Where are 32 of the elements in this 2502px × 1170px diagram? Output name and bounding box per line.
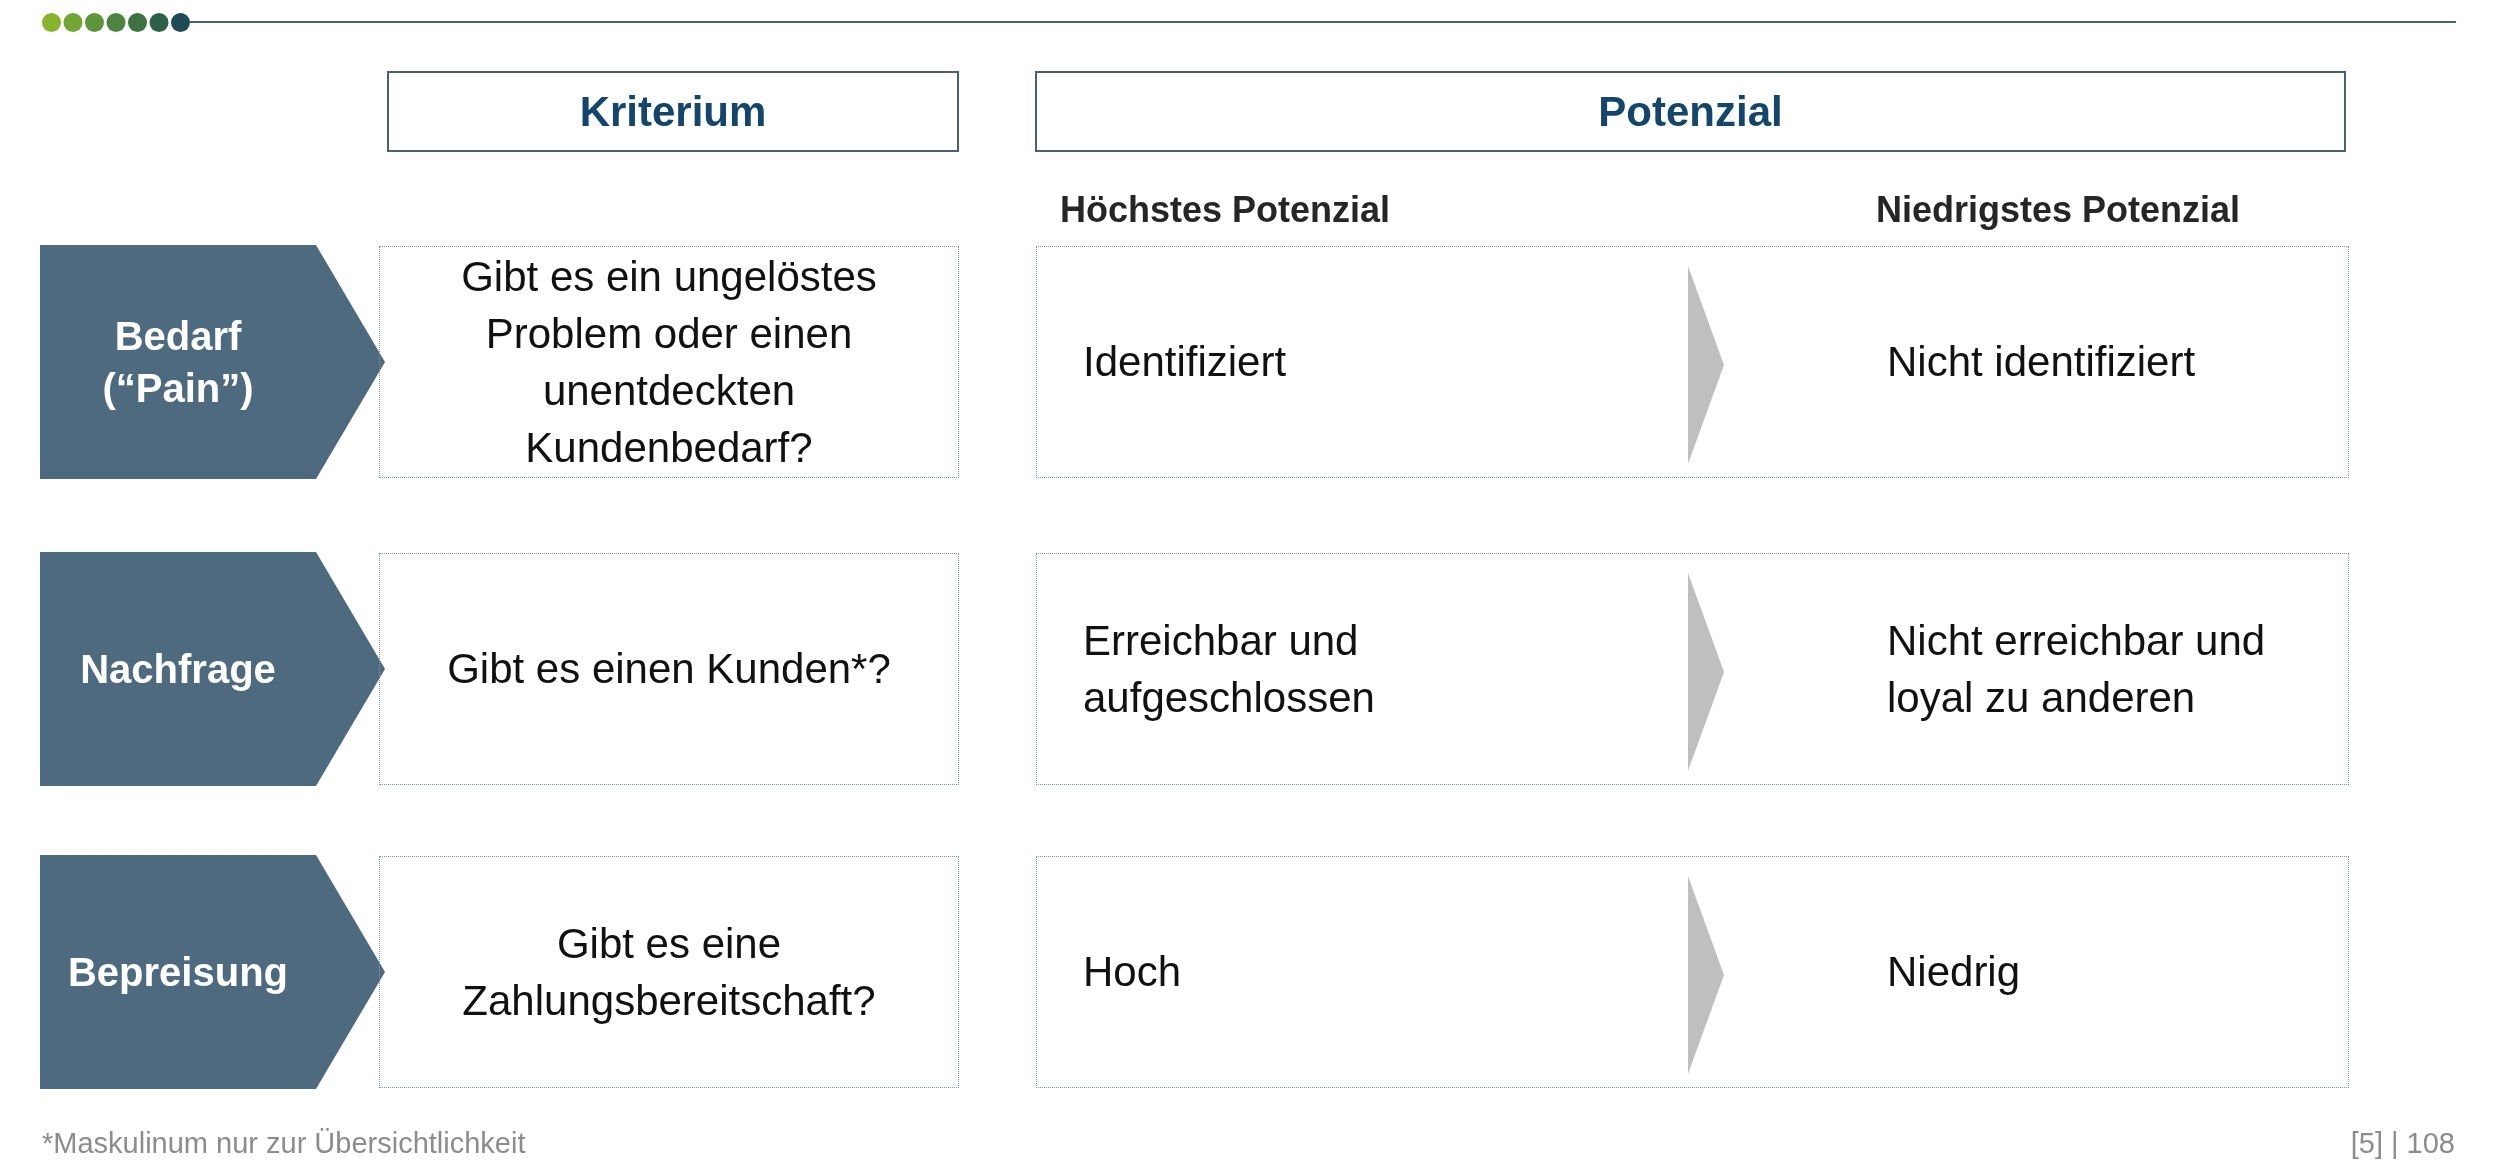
rating-text: Hoch bbox=[1083, 947, 1183, 998]
rating-text: Niedrig bbox=[1887, 947, 2022, 998]
column-header-box bbox=[1035, 71, 2346, 152]
rating-text: Identifiziert bbox=[1083, 337, 1288, 388]
question-text: Gibt es ein ungelöstes Problem oder einen unentdeckten Kundenbedarf? bbox=[460, 251, 878, 474]
chevron-arrow bbox=[1688, 876, 1724, 1074]
criterion-box bbox=[379, 856, 959, 1088]
rating-text: Nicht identifiziert bbox=[1887, 337, 2197, 388]
column-subheading: Niedrigstes Potenzial bbox=[1876, 188, 2241, 232]
potential-box bbox=[1036, 553, 2349, 785]
category-label: Bepreisung bbox=[67, 949, 289, 996]
category-pentagon bbox=[40, 855, 385, 1089]
category-label: Nachfrage bbox=[79, 646, 277, 693]
question-text: Gibt es einen Kunden*? bbox=[446, 644, 892, 695]
page-reference: [5] | 108 bbox=[2350, 1126, 2455, 1161]
category-pentagon bbox=[40, 245, 385, 479]
column-header-text: Kriterium bbox=[579, 87, 767, 136]
chevron-arrow bbox=[1688, 266, 1724, 464]
rating-text: Erreichbar und aufgeschlossen bbox=[1083, 615, 1376, 723]
criterion-box bbox=[379, 553, 959, 785]
category-pentagon bbox=[40, 552, 385, 786]
question-text: Gibt es eine Zahlungsbereitschaft? bbox=[461, 918, 877, 1026]
column-subheading: Höchstes Potenzial bbox=[1060, 188, 1391, 232]
criterion-box bbox=[379, 246, 959, 478]
footnote: *Maskulinum nur zur Übersichtlichkeit bbox=[42, 1126, 526, 1161]
column-header-text: Potenzial bbox=[1598, 87, 1783, 136]
category-label: Bedarf (“Pain”) bbox=[101, 313, 255, 412]
column-header-box bbox=[387, 71, 959, 152]
rating-text: Nicht erreichbar und loyal zu anderen bbox=[1887, 615, 2267, 723]
potential-box bbox=[1036, 856, 2349, 1088]
chevron-arrow bbox=[1688, 573, 1724, 771]
potential-box bbox=[1036, 246, 2349, 478]
